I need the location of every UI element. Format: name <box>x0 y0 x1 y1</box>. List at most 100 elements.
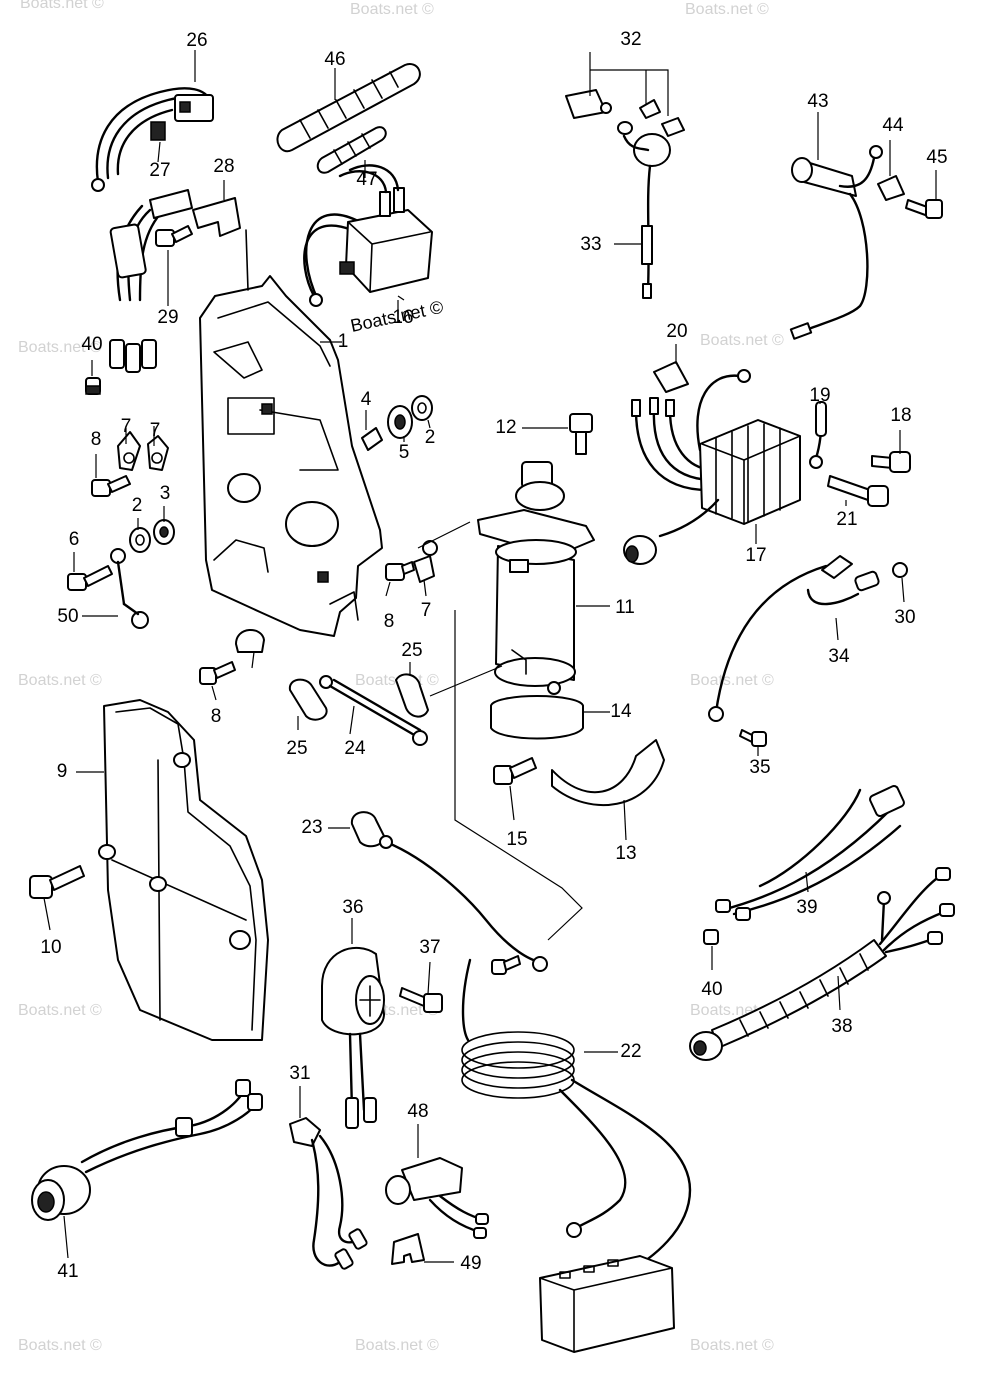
part-bolt <box>399 987 443 1013</box>
part-label: 7 <box>421 600 432 621</box>
part-clip <box>150 121 166 141</box>
part-electrical-box <box>199 229 383 637</box>
part-label: 9 <box>57 761 68 782</box>
part-label: 2 <box>132 495 143 516</box>
part-label: 48 <box>407 1101 428 1122</box>
part-label: 13 <box>615 843 636 864</box>
watermark: Boats.net © <box>355 1337 439 1354</box>
part-bolt <box>493 757 537 785</box>
part-bracket <box>877 175 905 201</box>
part-label: 35 <box>749 757 770 778</box>
part-label: 8 <box>91 429 102 450</box>
leader-lines <box>43 50 937 1263</box>
part-lead-wire <box>708 555 880 722</box>
part-label: 45 <box>926 147 947 168</box>
part-label: 37 <box>419 937 440 958</box>
watermark: Boats.net © <box>18 1337 102 1354</box>
part-label: 33 <box>580 234 601 255</box>
part-label: 11 <box>615 597 635 618</box>
part-label: 47 <box>356 169 377 190</box>
part-label: 12 <box>495 417 516 438</box>
part-bolt <box>29 865 85 899</box>
part-label: 22 <box>620 1041 641 1062</box>
part-label: 19 <box>809 385 830 406</box>
part-label: 40 <box>701 979 722 1000</box>
part-starter-motor <box>477 461 595 695</box>
part-number-labels: 26 27 28 29 40 46 47 16 1 4 5 2 7 7 8 2 … <box>40 29 947 1282</box>
part-label: 2 <box>425 427 436 448</box>
part-ignition-coil-harness <box>91 87 214 373</box>
part-label: 17 <box>745 545 766 566</box>
part-battery <box>539 1255 675 1353</box>
watermark: Boats.net © <box>700 332 784 349</box>
part-label: 6 <box>69 529 80 550</box>
part-label: 16 <box>392 307 413 328</box>
part-ground-cable <box>384 840 542 964</box>
part-label: 38 <box>831 1016 852 1037</box>
part-wire-harness <box>715 785 905 921</box>
part-main-harness <box>689 867 955 1061</box>
part-label: 43 <box>807 91 828 112</box>
watermark: Boats.net © <box>685 1 769 18</box>
part-label: 30 <box>894 607 915 628</box>
part-label: 34 <box>828 646 850 667</box>
part-sensor <box>385 1157 489 1239</box>
part-label: 7 <box>150 420 161 441</box>
part-label: 4 <box>361 389 372 410</box>
part-cap <box>653 361 689 393</box>
part-label: 41 <box>57 1261 78 1282</box>
part-condenser <box>789 145 883 340</box>
part-solenoid <box>303 164 433 307</box>
part-bolt <box>905 199 943 219</box>
part-rectifier <box>623 369 801 565</box>
part-label: 25 <box>286 738 307 759</box>
part-buzzer <box>321 946 385 1129</box>
part-label: 24 <box>344 738 366 759</box>
part-clamp <box>235 629 265 653</box>
part-cover <box>98 699 269 1041</box>
part-screw <box>739 729 767 747</box>
part-bolt-and-clip <box>385 540 438 583</box>
part-starter-band <box>490 695 584 740</box>
part-bolt <box>827 475 889 507</box>
part-label: 14 <box>610 701 632 722</box>
part-switch <box>289 1117 368 1270</box>
part-bolt <box>199 661 236 685</box>
part-label: 10 <box>40 937 61 958</box>
watermark: Boats.net © <box>18 672 102 689</box>
watermark: Boats.net © <box>350 1 434 18</box>
part-label: 18 <box>890 405 911 426</box>
part-neutral-switch <box>565 89 685 299</box>
watermark: Boats.net © <box>690 672 774 689</box>
part-label: 28 <box>213 156 234 177</box>
part-starter-strap <box>551 739 665 807</box>
assembly-leader-lines <box>417 521 583 941</box>
part-connector <box>703 929 719 945</box>
part-label: 29 <box>157 307 178 328</box>
part-bolt <box>871 451 911 473</box>
part-ground-strap <box>809 401 827 469</box>
part-label: 23 <box>301 817 322 838</box>
part-label: 8 <box>384 611 395 632</box>
part-corrugated-tubes <box>276 63 421 174</box>
part-label: 25 <box>401 640 422 661</box>
part-bracket <box>192 197 241 237</box>
part-label: 27 <box>149 160 170 181</box>
part-label: 40 <box>81 334 102 355</box>
part-label: 26 <box>186 30 207 51</box>
part-label: 1 <box>338 331 349 352</box>
part-label: 8 <box>211 706 222 727</box>
watermark: Boats.net © <box>18 339 102 356</box>
part-grommets <box>361 395 433 451</box>
part-battery-cable-boots <box>288 673 429 746</box>
part-label: 36 <box>342 897 363 918</box>
watermark: Boats.net © <box>20 0 104 12</box>
part-label: 20 <box>666 321 687 342</box>
part-bolt <box>569 413 593 455</box>
part-label: 46 <box>324 49 345 70</box>
part-label: 3 <box>160 483 171 504</box>
part-label: 39 <box>796 897 817 918</box>
part-label: 21 <box>836 509 857 530</box>
